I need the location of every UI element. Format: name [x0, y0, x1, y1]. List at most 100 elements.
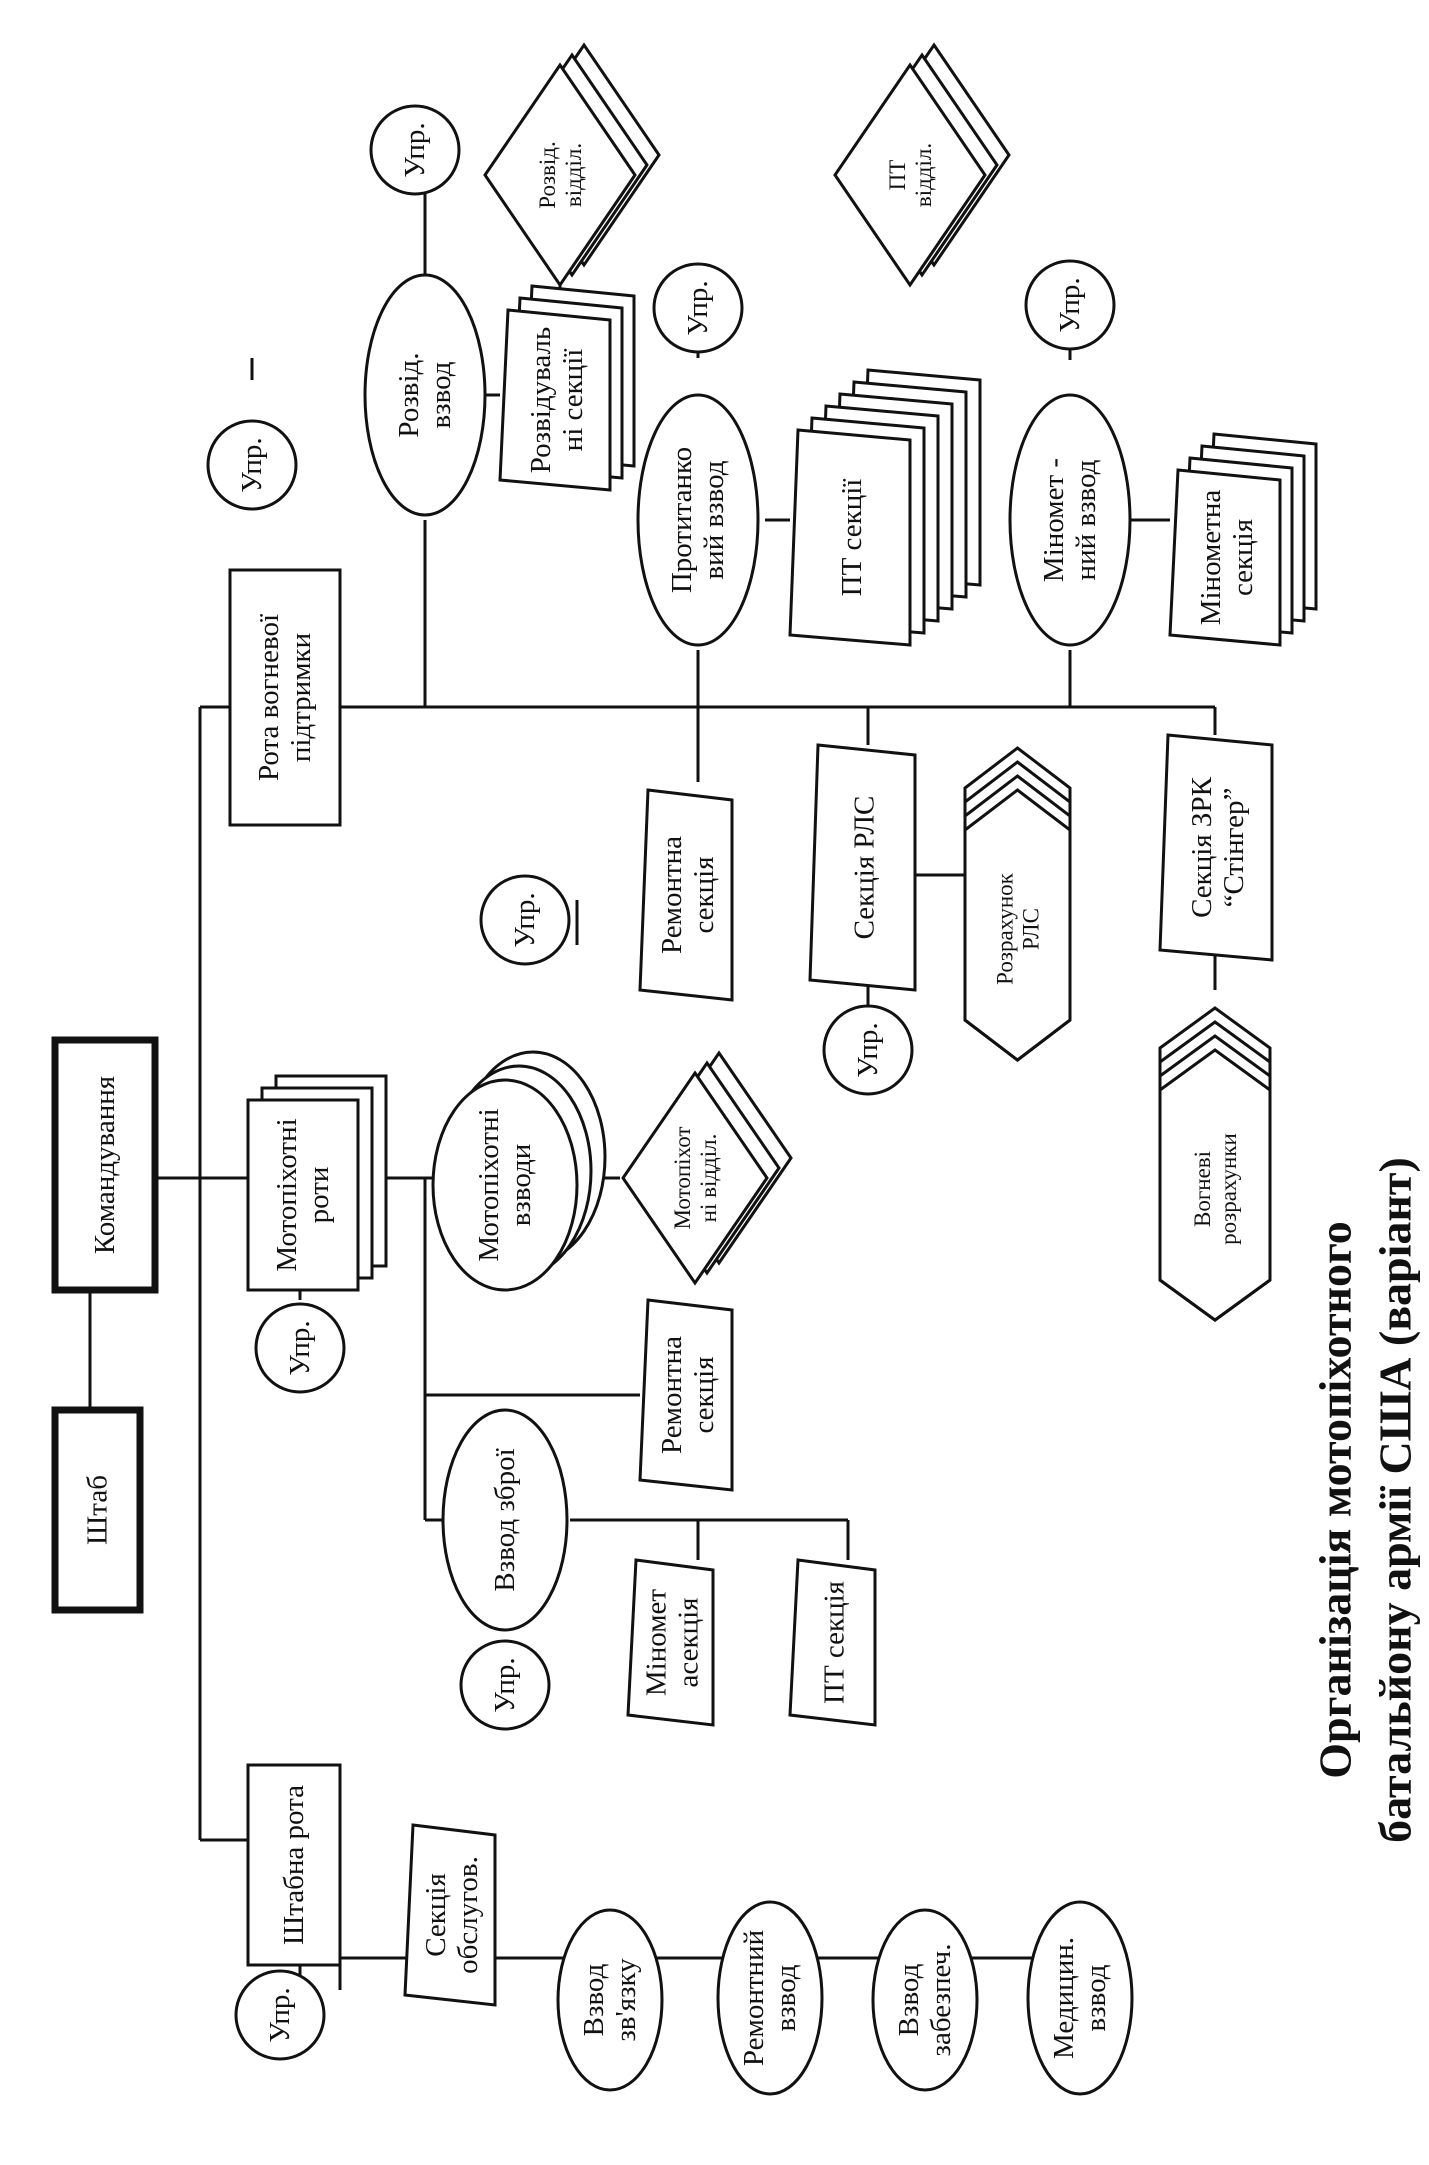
vzvod-zvyazku-outline — [556, 1908, 664, 2092]
sektsiya-obsluhov-box: Секціяобслугов. — [403, 1823, 497, 2007]
rozrakhunok-rls-outline — [963, 788, 1072, 1062]
remontna-sektsiya-2: Ремонтнасекція — [638, 788, 734, 1002]
node-label: Мотопіхотніроти — [271, 1118, 335, 1271]
rozvid-viddil-outline — [483, 62, 637, 288]
node-label: Мінометасекція — [640, 1589, 704, 1697]
rozrakhunok-rls: РозрахунокРЛС — [963, 746, 1072, 1062]
shtabna-rota-upr: Упр. — [234, 1969, 326, 2061]
node-label-line: Міномет — [640, 1589, 672, 1697]
node-label: ПТ секція — [819, 1581, 851, 1704]
node-label-line: Розвід. — [393, 352, 425, 437]
sektsiya-obsluhov-box-layer — [403, 1823, 497, 2007]
shtab-box-frame — [51, 1406, 144, 1614]
protytankovyi-vzvod-outline — [636, 393, 760, 647]
remontna-sektsiya-2-layer — [638, 788, 734, 1002]
sektsiya-rls-layer — [808, 743, 917, 992]
node-label: Штабна рота — [278, 1785, 310, 1945]
motopikhotni-viddil-outline — [621, 1070, 769, 1286]
node-label-line: “Стінгер” — [1218, 788, 1250, 908]
node-label-line: Вогневі — [1190, 1151, 1215, 1227]
motopikhotni-roty-upr-outline — [254, 1302, 346, 1394]
node-label-line: Упр. — [852, 1022, 884, 1077]
node-label: Упр. — [682, 280, 714, 335]
protytankovyi-vzvod-upr-outline — [652, 262, 744, 354]
node-label-line: взвод — [770, 1964, 802, 2031]
node-label-line: обслугов. — [452, 1856, 484, 1974]
node-label: Упр. — [264, 1987, 296, 2042]
node-label: Командування — [89, 1076, 121, 1254]
node-label: Рота вогневоїпідтримки — [253, 614, 317, 781]
rozvid-vzvod: Розвід.взвод — [363, 273, 487, 517]
shtabna-rota-upr-outline — [234, 1969, 326, 2061]
rozvid-vzvod-outline — [363, 273, 487, 517]
pt-viddil: ПТвідділ. — [833, 42, 1011, 288]
node-label: ПТ секції — [836, 479, 868, 597]
node-label-line: Командування — [89, 1076, 121, 1254]
node-label-line: ний взвод — [1070, 459, 1102, 580]
rota-vohnevoi-upr-outline — [206, 419, 298, 511]
node-label: Міномет -ний взвод — [1038, 458, 1102, 582]
motopikhotni-vzvody-outline — [431, 1078, 579, 1292]
vohnevi-rozrakhunky: Вогневірозрахунки — [1158, 1006, 1272, 1322]
node-label-line: Секція РЛС — [849, 796, 881, 940]
node-label: Упр. — [509, 892, 541, 947]
node-label: Упр. — [1054, 277, 1086, 332]
remontna-sektsiya-1: Ремонтнасекція — [638, 1298, 734, 1492]
node-label-line: Секція — [420, 1873, 452, 1957]
vohnevi-rozrakhunky-outline — [1158, 1048, 1272, 1322]
node-label-line: взвод — [425, 361, 457, 428]
motopikhotni-roty-box: Мотопіхотніроти — [246, 1074, 388, 1292]
node-label-line: розрахунки — [1215, 1133, 1240, 1245]
node-label-line: Ремонтна — [656, 836, 688, 954]
node-label: Вогневірозрахунки — [1190, 1133, 1241, 1245]
node-label: Секціяобслугов. — [420, 1856, 484, 1974]
motopikhotni-vzvody-upr: Упр. — [479, 874, 571, 966]
node-label-line: Протитанко — [666, 447, 698, 593]
vzvod-zbroi-upr: Упр. — [459, 1639, 551, 1731]
pt-viddil-outline — [833, 62, 987, 288]
remontnyi-vzvod-outline — [716, 1900, 824, 2096]
motopikhotni-roty-upr: Упр. — [254, 1302, 346, 1394]
node-label-line: Ремонтна — [656, 1336, 688, 1454]
node-label: Взвод зброї — [489, 1448, 521, 1591]
sektsiya-zrk-layer — [1158, 733, 1274, 962]
node-label-line: Упр. — [236, 437, 268, 492]
motopikhotni-vzvody: Мотопіхотнівзводи — [431, 1050, 607, 1292]
node-label-line: Секція ЗРК — [1186, 776, 1218, 917]
node-label-line: взводи — [505, 1144, 537, 1227]
node-label: Секція ЗРК“Стінгер” — [1186, 776, 1250, 917]
title-line-1: Організація мотопіхотного — [1310, 1221, 1361, 1779]
node-label: Упр. — [399, 122, 431, 177]
node-label: РозрахунокРЛС — [992, 872, 1043, 984]
minometnyi-vzvod: Міномет -ний взвод — [1008, 393, 1132, 647]
node-label-line: Упр. — [264, 1987, 296, 2042]
rozvid-vzvod-upr-outline — [369, 104, 461, 196]
node-label: Взводзабезпеч. — [893, 1944, 957, 2057]
node-label-line: підтримки — [285, 633, 317, 762]
node-label-line: Розвід. — [535, 141, 560, 209]
node-label-line: ПТ секція — [819, 1581, 851, 1704]
node-label: Взводзв'язку — [578, 1958, 642, 2042]
node-label-line: Штабна рота — [278, 1785, 310, 1945]
node-label-line: Мінометна — [1195, 490, 1227, 626]
node-label-line: Ремонтний — [738, 1930, 770, 2066]
minometna-sektsiya-layer — [1168, 468, 1282, 647]
node-label-line: відділ. — [560, 143, 585, 207]
node-label: ПТвідділ. — [885, 143, 936, 207]
node-label-line: відділ. — [910, 143, 935, 207]
node-label-line: асекція — [673, 1598, 705, 1688]
node-label-line: ні секції — [557, 349, 589, 452]
komanduvannya-box: Командування — [51, 1036, 159, 1294]
rozviduvalni-sektsii-layer — [498, 308, 612, 492]
node-label-line: вий взвод — [698, 460, 730, 579]
medytsyn-vzvod: Медицин.взвод — [1026, 1900, 1134, 2096]
sektsiya-rls-upr-outline — [822, 1004, 914, 1096]
sektsiya-rls-upr: Упр. — [822, 1004, 914, 1096]
node-label-line: секція — [688, 1356, 720, 1433]
node-label-line: Розрахунок — [992, 872, 1017, 984]
node-label-line: Упр. — [489, 1657, 521, 1712]
rota-vohnevoi-box: Рота вогневоїпідтримки — [228, 568, 342, 827]
node-label-line: Мотопіхотні — [473, 1108, 505, 1261]
